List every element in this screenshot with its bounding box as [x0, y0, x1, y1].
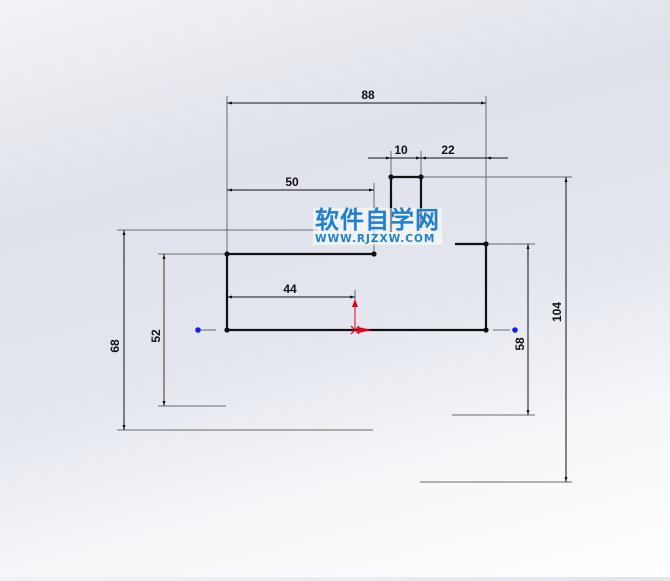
centerline-endpoints[interactable]: [195, 327, 518, 333]
watermark-title: 软件自学网: [315, 206, 440, 234]
dim-22-label[interactable]: 22: [441, 143, 455, 157]
point-right-blue: [512, 327, 518, 333]
dim-58-label[interactable]: 58: [513, 337, 527, 351]
point-left-blue: [195, 327, 201, 333]
sketch-profile[interactable]: [225, 175, 488, 332]
dim-50-label[interactable]: 50: [285, 175, 299, 189]
dim-10-label[interactable]: 10: [394, 143, 408, 157]
dim-88-label[interactable]: 88: [361, 88, 375, 102]
sketch-points[interactable]: [224, 174, 489, 333]
watermark: 软件自学网 WWW.RJZXW.COM: [313, 208, 442, 245]
dim-52-label[interactable]: 52: [149, 329, 163, 343]
dim-104-label[interactable]: 104: [550, 302, 564, 322]
origin-icon[interactable]: [350, 299, 372, 335]
watermark-url: WWW.RJZXW.COM: [315, 233, 436, 245]
dim-44-label[interactable]: 44: [283, 282, 297, 296]
extension-lines: [117, 96, 572, 483]
dim-68-label[interactable]: 68: [108, 339, 122, 353]
